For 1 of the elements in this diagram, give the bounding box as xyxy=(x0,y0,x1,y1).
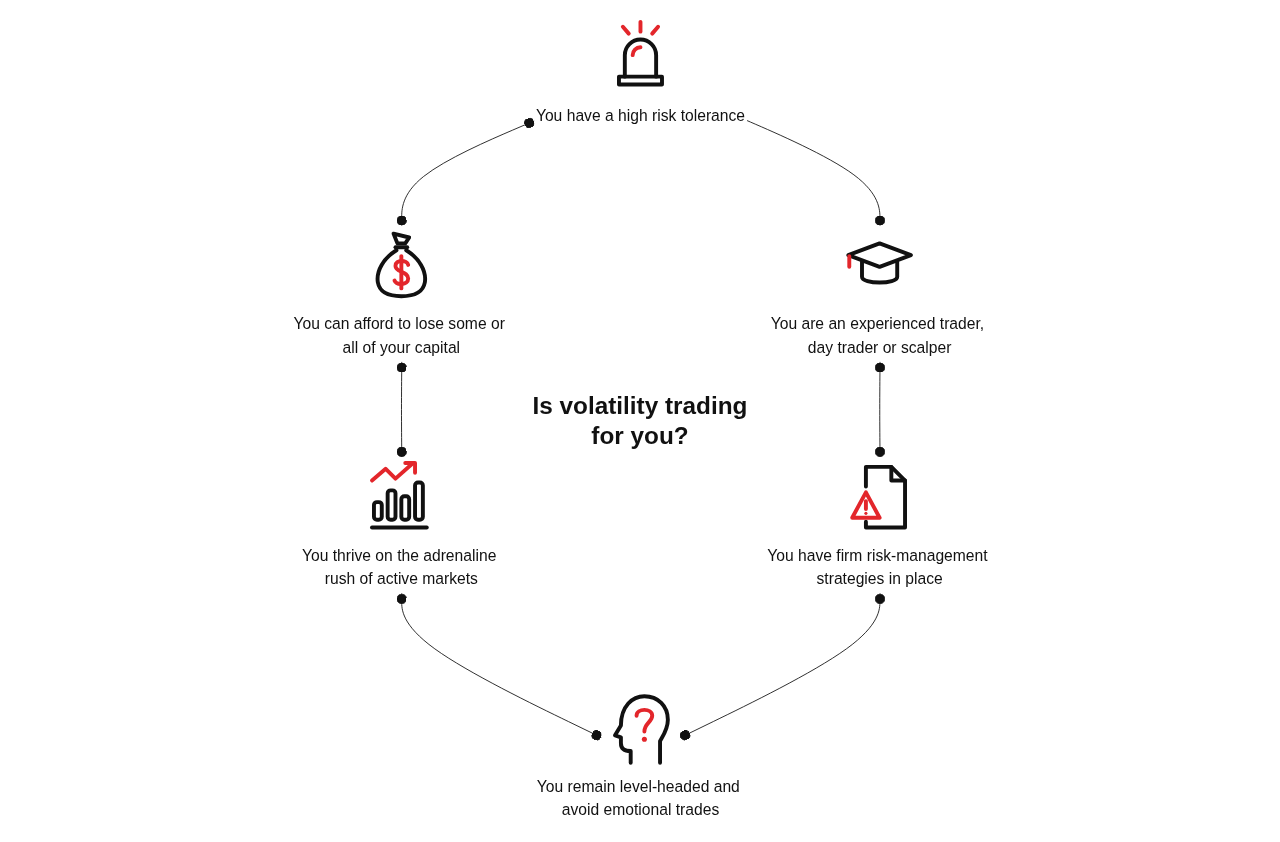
diagram-title: Is volatility trading for you? xyxy=(531,390,749,451)
